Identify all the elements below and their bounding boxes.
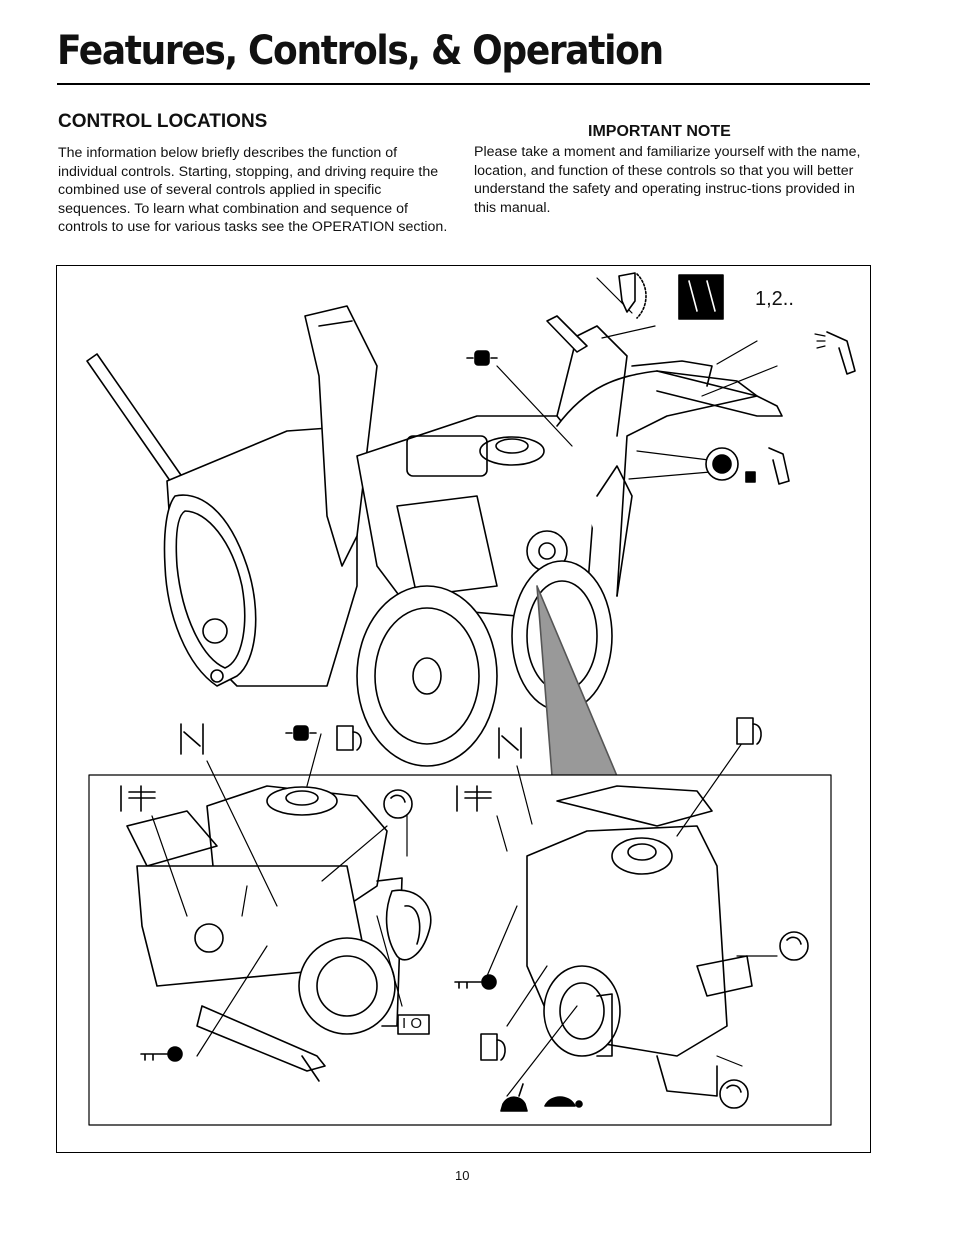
- page-number: 10: [455, 1168, 470, 1183]
- discharge-chute: [304, 305, 378, 567]
- starter-cord-icon: [383, 789, 809, 1109]
- throttle-slow-turtle-icon: [544, 1096, 583, 1108]
- auger-control-icon: [814, 331, 856, 375]
- housing-side-plate: [163, 494, 257, 687]
- engine-left-view: [126, 785, 403, 1082]
- leader-lines: [151, 277, 778, 1097]
- snowthrower-illustration: [86, 272, 856, 1126]
- choke-icon-right: [498, 727, 522, 759]
- fuel-icon: [336, 717, 762, 1061]
- chute-deflector-icon: [678, 274, 724, 320]
- primer-icon: [285, 725, 317, 741]
- intro-paragraph: The information below briefly describes …: [58, 145, 448, 235]
- ignition-switch-label: I O: [402, 1015, 423, 1032]
- section-heading: CONTROL LOCATIONS: [58, 111, 268, 132]
- on-off-switch-icon: [397, 1014, 430, 1035]
- drive-clutch-icon: [466, 350, 498, 366]
- speed-selector-label: 1,2..: [755, 288, 794, 310]
- important-note-body: Please take a moment and familiarize you…: [474, 144, 861, 216]
- control-locations-figure: 1,2.. I O: [56, 265, 871, 1153]
- chute-rotation-icon: [618, 272, 647, 319]
- steering-trigger-icon: [705, 447, 790, 485]
- left-wheel: [356, 585, 498, 767]
- throttle-fast-rabbit-icon: [500, 1083, 528, 1112]
- choke-icon-left: [180, 723, 204, 755]
- recoil-handle: [385, 889, 432, 961]
- engine-right-view: [526, 785, 753, 1097]
- important-note-heading: IMPORTANT NOTE: [588, 123, 731, 140]
- title-rule: [57, 83, 870, 85]
- page-title: Features, Controls, & Operation: [57, 28, 664, 74]
- key-icon: [140, 974, 497, 1062]
- stop-start-choke-marks: [120, 785, 492, 812]
